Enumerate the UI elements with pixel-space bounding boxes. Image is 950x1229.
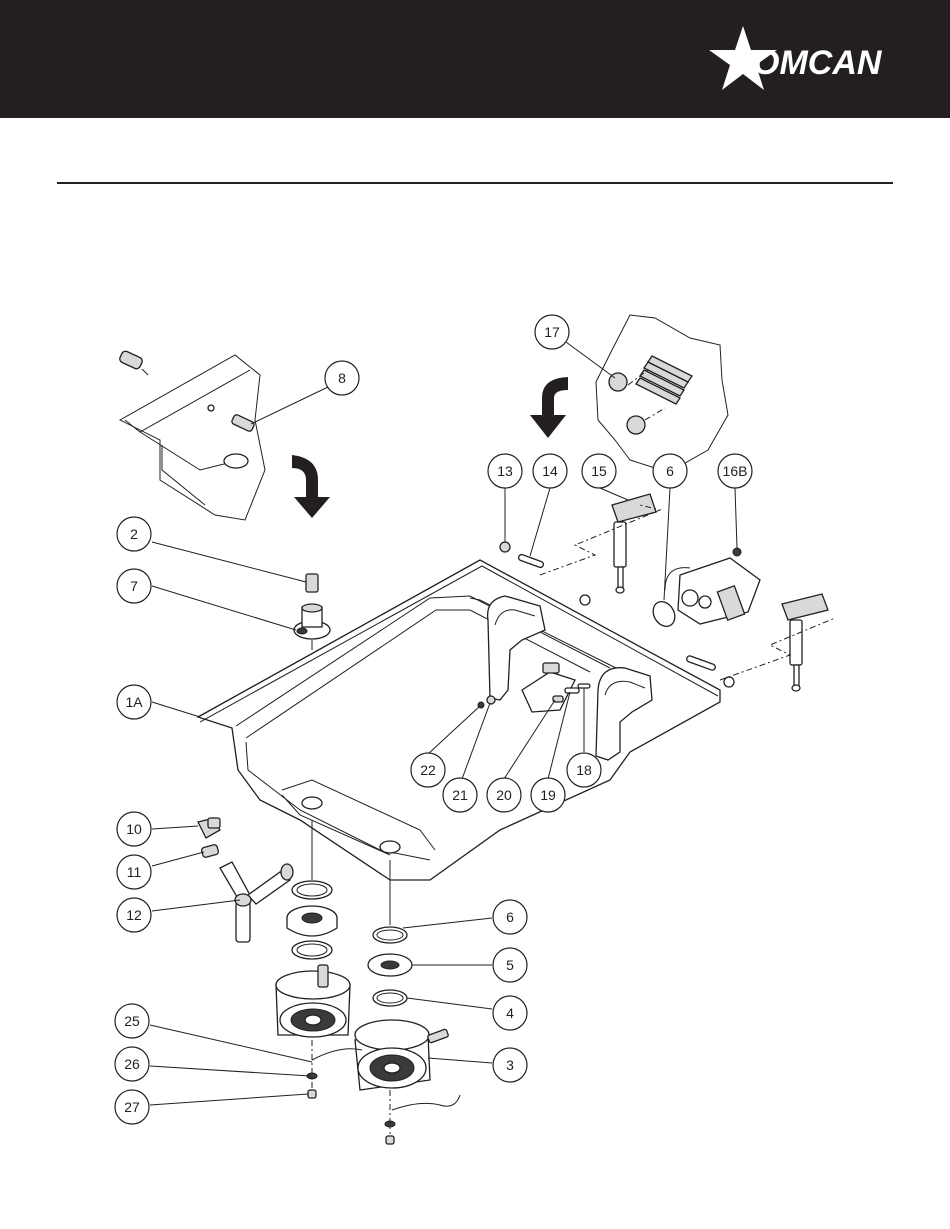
valve-assembly-16b <box>665 548 760 624</box>
callout-12: 12 <box>117 898 151 932</box>
callout-22: 22 <box>411 753 445 787</box>
callout-6-upper: 6 <box>653 454 687 488</box>
svg-text:14: 14 <box>542 463 558 479</box>
callout-6-lower: 6 <box>493 900 527 934</box>
svg-text:10: 10 <box>126 821 142 837</box>
cable-right <box>392 1095 460 1110</box>
drain-fitting-7 <box>294 604 330 639</box>
callout-27: 27 <box>115 1090 149 1124</box>
arrow-down-left-icon <box>292 455 330 518</box>
y-hose-12 <box>220 862 293 942</box>
svg-text:26: 26 <box>124 1056 140 1072</box>
callout-13: 13 <box>488 454 522 488</box>
svg-text:22: 22 <box>420 762 436 778</box>
svg-text:19: 19 <box>540 787 556 803</box>
svg-text:27: 27 <box>124 1099 140 1115</box>
svg-text:7: 7 <box>130 578 138 594</box>
pump-left <box>276 965 350 1037</box>
callout-11: 11 <box>117 855 151 889</box>
o-ring-6-lower <box>373 927 407 943</box>
callout-17: 17 <box>535 315 569 349</box>
gasket-left-upper <box>292 881 332 899</box>
callout-18: 18 <box>567 753 601 787</box>
svg-text:5: 5 <box>506 957 514 973</box>
callout-3: 3 <box>493 1048 527 1082</box>
callout-10: 10 <box>117 812 151 846</box>
connector-11 <box>201 844 219 858</box>
pin-13 <box>500 542 510 552</box>
elbow-10 <box>198 818 220 838</box>
o-ring-6-upper <box>649 598 679 631</box>
flange-left <box>287 906 337 936</box>
svg-text:3: 3 <box>506 1057 514 1073</box>
svg-text:13: 13 <box>497 463 513 479</box>
callout-5: 5 <box>493 948 527 982</box>
callout-14: 14 <box>533 454 567 488</box>
grille-slats <box>636 356 692 404</box>
svg-text:15: 15 <box>591 463 607 479</box>
screw-27 <box>308 1090 394 1144</box>
sink-basin <box>198 560 720 880</box>
arrow-down-right-icon <box>530 377 568 438</box>
svg-text:16B: 16B <box>723 463 748 479</box>
flange-5 <box>368 954 412 976</box>
svg-text:2: 2 <box>130 526 138 542</box>
gasket-4 <box>373 990 407 1006</box>
svg-text:17: 17 <box>544 324 560 340</box>
gas-spring-15 <box>612 494 656 593</box>
fitting-top-left <box>118 350 148 375</box>
svg-text:18: 18 <box>576 762 592 778</box>
callout-19: 19 <box>531 778 565 812</box>
detail-inset-grille <box>596 315 728 468</box>
detail-inset-sink-corner <box>118 350 265 520</box>
callout-8: 8 <box>325 361 359 395</box>
svg-text:8: 8 <box>338 370 346 386</box>
callout-21: 21 <box>443 778 477 812</box>
cable-25 <box>312 1049 362 1060</box>
callout-2: 2 <box>117 517 151 551</box>
gas-spring-right <box>782 594 828 691</box>
svg-text:1A: 1A <box>125 694 143 710</box>
callout-25: 25 <box>115 1004 149 1038</box>
callout-16b: 16B <box>718 454 752 488</box>
svg-text:6: 6 <box>506 909 514 925</box>
svg-text:20: 20 <box>496 787 512 803</box>
callout-15: 15 <box>582 454 616 488</box>
pump-3 <box>355 1020 449 1090</box>
svg-text:21: 21 <box>452 787 468 803</box>
svg-text:25: 25 <box>124 1013 140 1029</box>
callout-4: 4 <box>493 996 527 1030</box>
gasket-left-lower <box>292 941 332 959</box>
assembly-line-lower <box>720 618 835 680</box>
svg-text:4: 4 <box>506 1005 514 1021</box>
callout-20: 20 <box>487 778 521 812</box>
svg-text:12: 12 <box>126 907 142 923</box>
svg-text:11: 11 <box>127 864 142 880</box>
callout-1a: 1A <box>117 685 151 719</box>
pin-right <box>686 655 716 671</box>
fitting-2 <box>306 574 318 592</box>
callout-26: 26 <box>115 1047 149 1081</box>
svg-text:6: 6 <box>666 463 674 479</box>
pin-14 <box>518 554 544 569</box>
callout-7: 7 <box>117 569 151 603</box>
fitting-8 <box>231 414 255 432</box>
